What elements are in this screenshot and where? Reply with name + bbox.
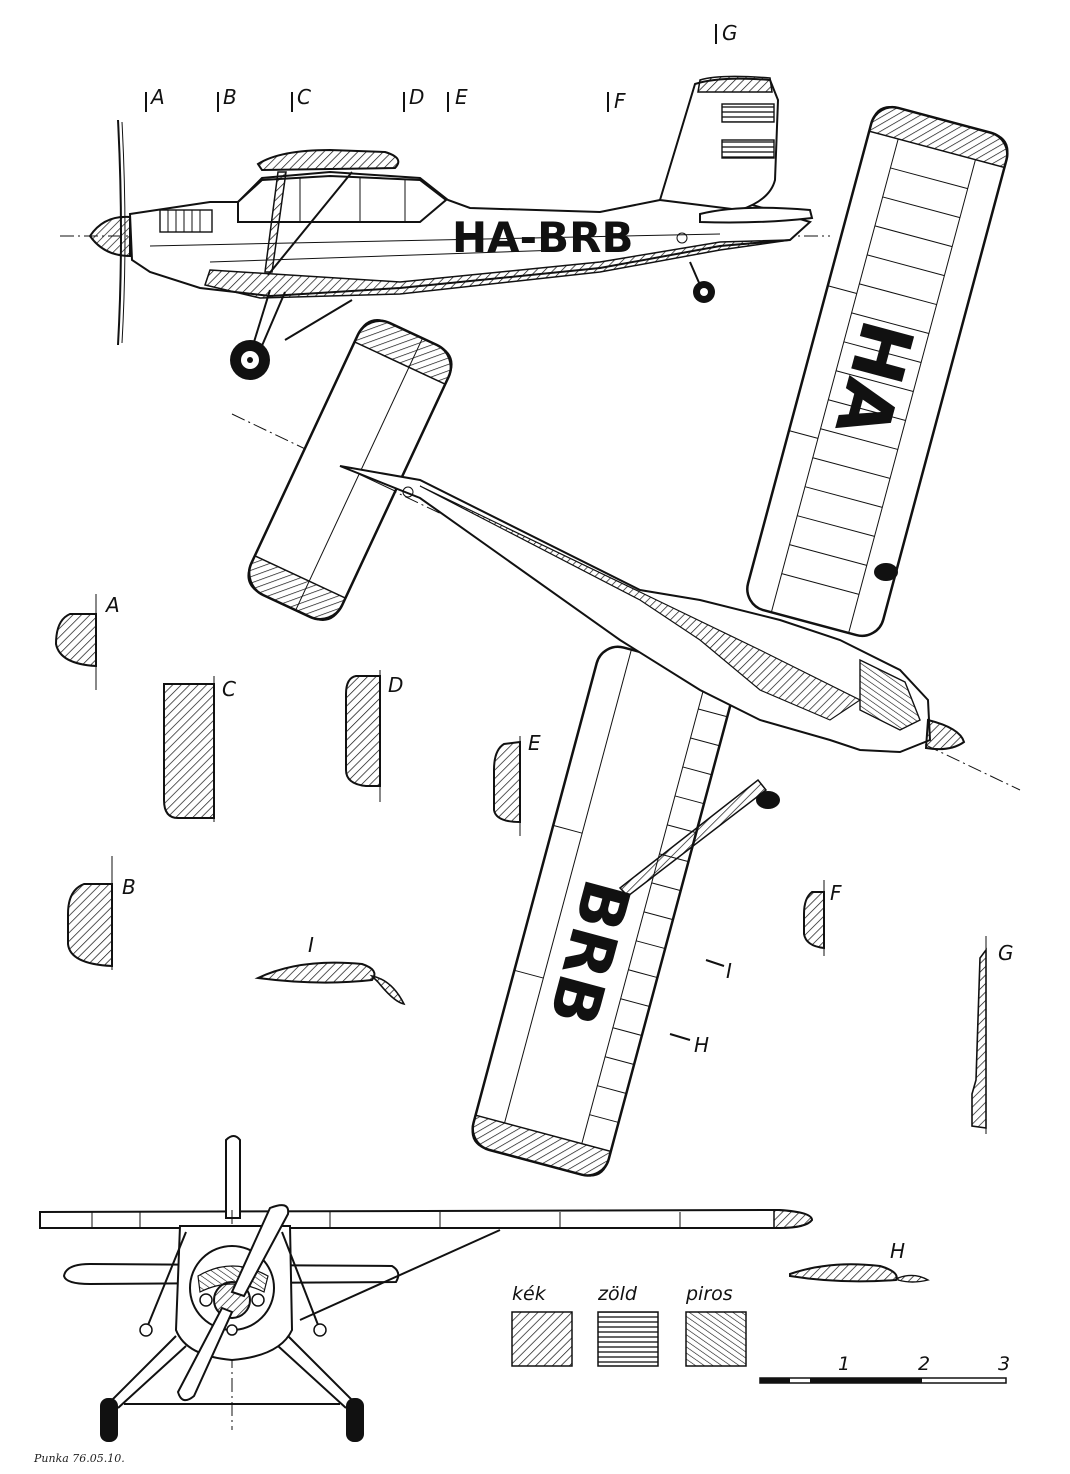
- section-d: [345, 675, 381, 787]
- spinner-top: [924, 718, 966, 751]
- section-label-g: G: [998, 941, 1014, 965]
- tailplane-side: [699, 206, 814, 224]
- section-a: [54, 613, 97, 668]
- station-label-c: C: [297, 85, 311, 109]
- cross-sections: A C D E B I F G H: [54, 593, 1014, 1283]
- section-c: [163, 683, 215, 819]
- section-label-c: C: [222, 677, 236, 701]
- scale-tick-3: 3: [998, 1353, 1010, 1375]
- front-fin: [225, 1135, 241, 1219]
- section-label-a: A: [104, 593, 120, 617]
- section-i: [254, 961, 376, 984]
- legend-swatch-red: [685, 1311, 747, 1367]
- legend-swatch-green: [597, 1311, 659, 1367]
- cowl-grille: [159, 209, 213, 233]
- wing-strut-side: [264, 171, 287, 273]
- station-label-e: E: [455, 85, 468, 109]
- station-label-f: F: [614, 89, 626, 113]
- color-legend: kék zöld piros: [511, 1283, 747, 1367]
- station-markers: A B C D E F G: [145, 21, 738, 113]
- side-view: A B C D E F G: [60, 21, 830, 380]
- section-label-b: B: [122, 875, 136, 899]
- legend-label-green: zöld: [597, 1283, 638, 1305]
- section-h: [789, 1263, 898, 1283]
- station-label-b: B: [223, 85, 237, 109]
- wing-strut-top: [618, 778, 768, 897]
- wing-section-label-i: I: [726, 959, 732, 983]
- front-view: [39, 1135, 814, 1442]
- section-b: [67, 883, 113, 968]
- scale-bar: 1 2 3: [759, 1353, 1010, 1384]
- spinner: [88, 215, 131, 258]
- canopy: [237, 174, 448, 223]
- station-label-a: A: [149, 85, 165, 109]
- fin-stripe-upper: [721, 103, 775, 123]
- top-view: HA BRB: [231, 105, 1021, 1177]
- front-propeller-lower: [176, 1306, 234, 1402]
- section-label-e: E: [528, 731, 541, 755]
- wing-section-label-h: H: [694, 1033, 709, 1057]
- front-left-wheel: [100, 1398, 118, 1442]
- section-label-h: H: [890, 1239, 905, 1263]
- section-e: [493, 740, 521, 824]
- front-right-wheel: [346, 1398, 364, 1442]
- cowl-top: [859, 658, 921, 731]
- legend-label-red: piros: [685, 1283, 733, 1305]
- section-f: [803, 891, 825, 950]
- legend-label-blue: kék: [512, 1283, 547, 1305]
- front-wing: [39, 1208, 814, 1229]
- section-label-i: I: [308, 933, 314, 957]
- side-registration: HA-BRB: [452, 213, 633, 262]
- station-label-g: G: [722, 21, 738, 45]
- fin-stripe-lower: [721, 139, 775, 159]
- signature: Punka 76.05.10.: [33, 1452, 125, 1465]
- front-propeller-upper: [230, 1204, 290, 1298]
- scale-tick-1: 1: [838, 1353, 850, 1375]
- station-label-d: D: [409, 85, 424, 109]
- scale-tick-2: 2: [918, 1353, 930, 1375]
- section-label-f: F: [830, 881, 842, 905]
- section-g: [971, 947, 987, 1129]
- legend-swatch-blue: [511, 1311, 573, 1367]
- section-label-d: D: [388, 673, 403, 697]
- wing-side: [256, 148, 400, 172]
